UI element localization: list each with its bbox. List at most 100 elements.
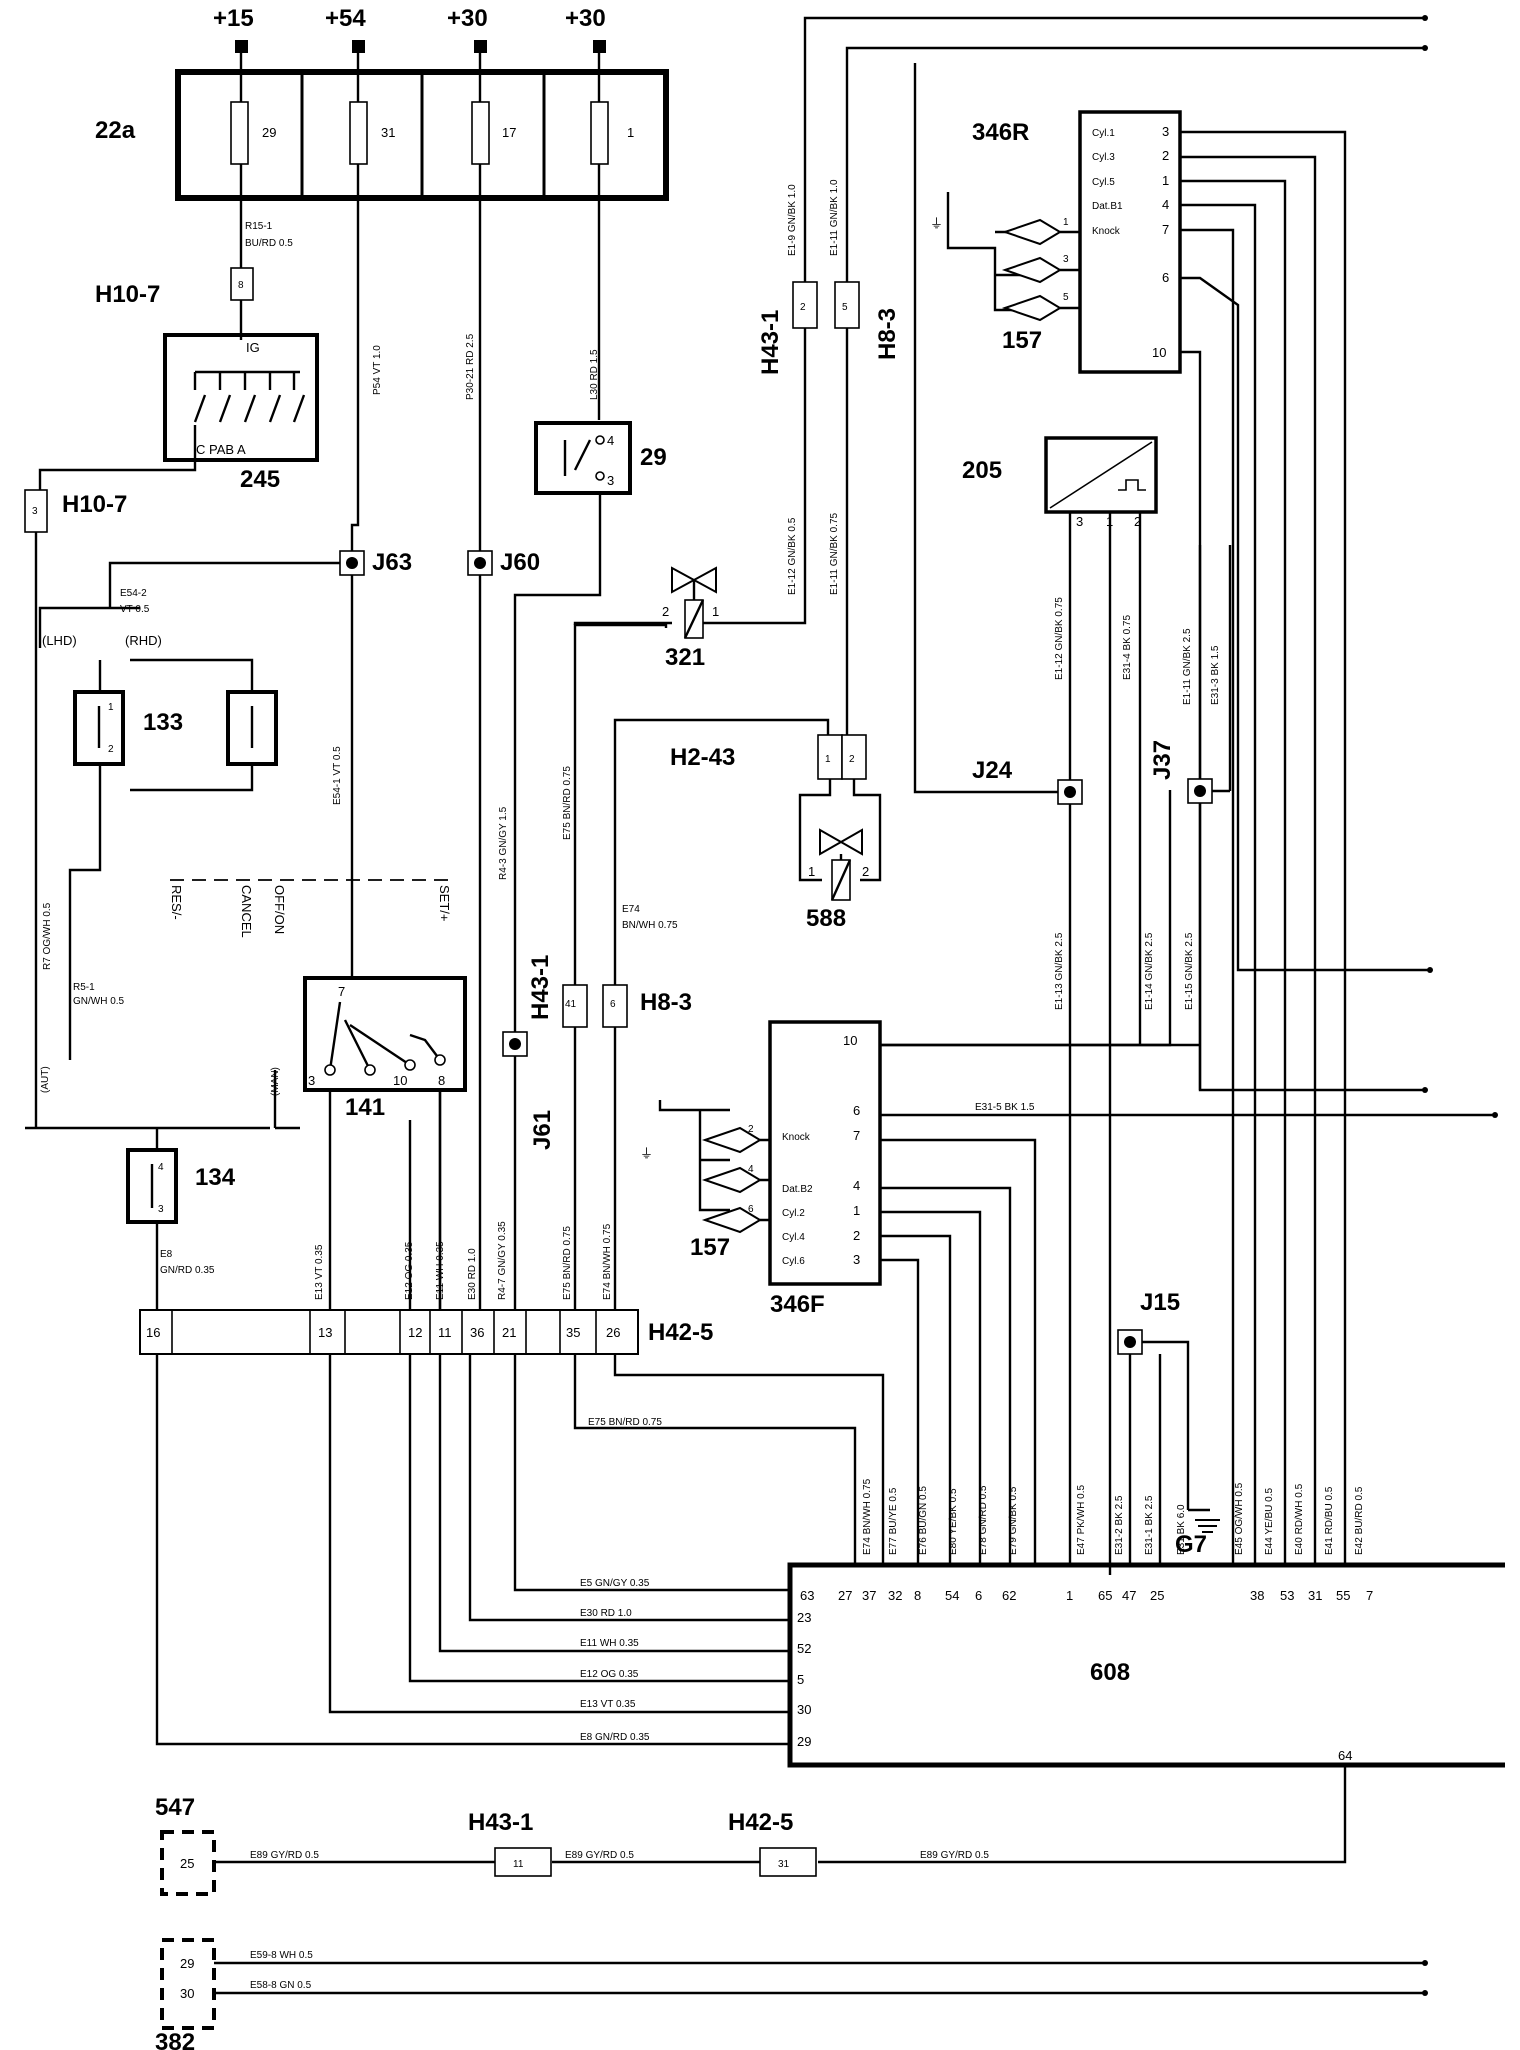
valve-588-pin-2: 2 (862, 864, 869, 879)
608-top-pin-7: 7 (1366, 1588, 1373, 1603)
harness-to-608: E75 BN/RD 0.75 E5 GN/GY 0.35 E30 RD 1.0 … (155, 1354, 885, 1746)
157r-pin-5: 5 (1063, 292, 1069, 303)
fuse-box-22a: 22a 29 31 17 1 (95, 69, 669, 201)
608-top-pin-47: 47 (1122, 1588, 1136, 1603)
608-pin-30: 30 (797, 1702, 811, 1717)
relay-29-pin-3: 3 (607, 473, 614, 488)
switch-141-pin-10: 10 (393, 1073, 407, 1088)
346R-pin-4: 4 (1162, 197, 1169, 212)
wire-e30-v-label: E30 RD 1.0 (467, 1248, 478, 1300)
wire-e8-color: GN/RD 0.35 (160, 1265, 215, 1276)
157f-pin-4: 4 (748, 1164, 754, 1175)
label-lhd: (LHD) (42, 633, 77, 648)
ground-g7: G7 (1175, 1531, 1207, 1558)
wire-r5-1-color: GN/WH 0.5 (73, 996, 125, 1007)
connector-547: 547 25 E89 GY/RD 0.5 E89 GY/RD 0.5 E89 G… (155, 1765, 1347, 1896)
wire-e31-4-label: E31-4 BK 0.75 (1122, 615, 1133, 680)
wire-e75-b-label: E75 BN/RD 0.75 (562, 1226, 573, 1300)
608-top-pin-1: 1 (1066, 1588, 1073, 1603)
wire-e1-15-label: E1-15 GN/BK 2.5 (1184, 932, 1195, 1010)
h10-7-pin-3: 3 (32, 506, 38, 517)
wire-e1-11-b-label: E1-11 GN/BK 0.75 (829, 512, 840, 595)
ground-symbol-f: ⏚ (640, 1146, 653, 1161)
sensor-157-coils-r: 1 3 5 (1001, 217, 1080, 322)
608-top-pin-27: 27 (838, 1588, 852, 1603)
h42-5-pin-11: 11 (438, 1325, 452, 1340)
wire-608-label-0: E74 BN/WH 0.75 (862, 1478, 873, 1555)
wire-r15-color: BU/RD 0.5 (245, 238, 293, 249)
wire-e1-12-label: E1-12 GN/BK 0.5 (787, 517, 798, 595)
wire-608-label-4: E78 GN/RD 0.5 (978, 1485, 989, 1555)
346F-row-cyl6: Cyl.6 (782, 1256, 805, 1267)
switch-133-label: 133 (143, 709, 183, 736)
connector-h2-43-label: H2-43 (670, 744, 735, 771)
label-cancel: CANCEL (239, 885, 254, 938)
switch-141-pin-7: 7 (338, 984, 345, 999)
608-top-pin-55: 55 (1336, 1588, 1350, 1603)
608-pin-23: 23 (797, 1610, 811, 1625)
wire-608-label-2: E76 BU/GN 0.5 (918, 1486, 929, 1555)
h42-5-pin-13: 13 (318, 1325, 332, 1340)
ignition-section: R15-1 BU/RD 0.5 H10-7 8 IG C PAB A 245 3… (24, 198, 319, 1128)
wire-608-label-14: E42 BU/RD 0.5 (1354, 1486, 1365, 1555)
346F-pin-6: 6 (853, 1103, 860, 1118)
switch-133-pin-2: 2 (108, 744, 114, 755)
h42-5-pin-21: 21 (502, 1325, 516, 1340)
wire-608-label-10: E45 OG/WH 0.5 (1234, 1482, 1245, 1555)
wire-e13-label: E13 VT 0.35 (580, 1699, 636, 1710)
346F-pin-7: 7 (853, 1128, 860, 1143)
608-top-pin-8: 8 (914, 1588, 921, 1603)
h42-5-pin-12: 12 (408, 1325, 422, 1340)
supply-plus15: +15 (213, 5, 254, 32)
wire-e54-2-label: E54-2 (120, 588, 147, 599)
wire-e1-11-label: E1-11 GN/BK 1.0 (829, 179, 840, 256)
wire-e5-label: E5 GN/GY 0.35 (580, 1578, 650, 1589)
wire-r7-label: R7 OG/WH 0.5 (42, 902, 53, 970)
wire-e74-b-label: E74 BN/WH 0.75 (602, 1223, 613, 1300)
sensor-157-coils-f: 2 4 6 (701, 1124, 770, 1234)
wire-e74-color: BN/WH 0.75 (622, 920, 678, 931)
wire-p54-label: P54 VT 1.0 (372, 345, 383, 395)
connector-h8-3-mid-label: H8-3 (640, 989, 692, 1016)
switch-133-pin-1: 1 (108, 702, 114, 713)
label-man: (MAN) (270, 1067, 281, 1096)
382-pin-30: 30 (180, 1986, 194, 2001)
205-pin-2: 2 (1134, 514, 1141, 529)
346F-row-knock: Knock (782, 1132, 811, 1143)
346R-pin-10: 10 (1152, 345, 1166, 360)
wire-e59-8-label: E59-8 WH 0.5 (250, 1950, 313, 1961)
157f-pin-2: 2 (748, 1124, 754, 1135)
p30-branch: P30-21 RD 2.5 J60 R4-3 GN/GY 1.5 (465, 198, 540, 1310)
wire-e13-v-label: E13 VT 0.35 (314, 1244, 325, 1300)
h2-43-pin-1: 1 (825, 754, 831, 765)
switch-134: 4 3 134 E8 GN/RD 0.35 (126, 1128, 236, 1310)
supply-terminals: +15 +54 +30 +30 (213, 5, 606, 72)
157f-pin-6: 6 (748, 1204, 754, 1215)
wire-e58-8-label: E58-8 GN 0.5 (250, 1980, 312, 1991)
ecu-608-label: 608 (1090, 1659, 1130, 1686)
e75-e74-columns: E75 BN/RD 0.75 E74 BN/WH 0.75 H43-1 41 6… (527, 623, 830, 1310)
junction-j37: J37 (1149, 740, 1176, 780)
wire-608-label-3: E80 YE/BK 0.5 (948, 1488, 959, 1555)
junction-j24: J24 (972, 757, 1013, 784)
382-pin-29: 29 (180, 1956, 194, 1971)
relay-29-pin-4: 4 (607, 433, 614, 448)
wire-608-label-1: E77 BU/YE 0.5 (888, 1487, 899, 1555)
connector-h10-7-label-2: H10-7 (62, 491, 127, 518)
wire-e1-13-label: E1-13 GN/BK 2.5 (1054, 932, 1065, 1010)
wire-e75-h-label: E75 BN/RD 0.75 (588, 1417, 662, 1428)
h43-1-pin-2: 2 (800, 302, 806, 313)
valve-588: H2-43 1 2 1 2 588 (670, 734, 882, 932)
valve-588-label: 588 (806, 905, 846, 932)
wire-p30-label: P30-21 RD 2.5 (465, 333, 476, 400)
connector-547-label: 547 (155, 1794, 195, 1821)
157r-pin-1: 1 (1063, 217, 1069, 228)
205-pin-3: 3 (1076, 514, 1083, 529)
608-top-pin-62: 62 (1002, 1588, 1016, 1603)
wire-r15-label: R15-1 (245, 221, 273, 232)
608-top-pin-53: 53 (1280, 1588, 1294, 1603)
h42-5-pin-36: 36 (470, 1325, 484, 1340)
junctions-j24-j37: J24 J37 E1-11 GN/BK 2.5 E31-3 BK 1.5 E1-… (880, 63, 1232, 1565)
608-top-pin-54: 54 (945, 1588, 959, 1603)
